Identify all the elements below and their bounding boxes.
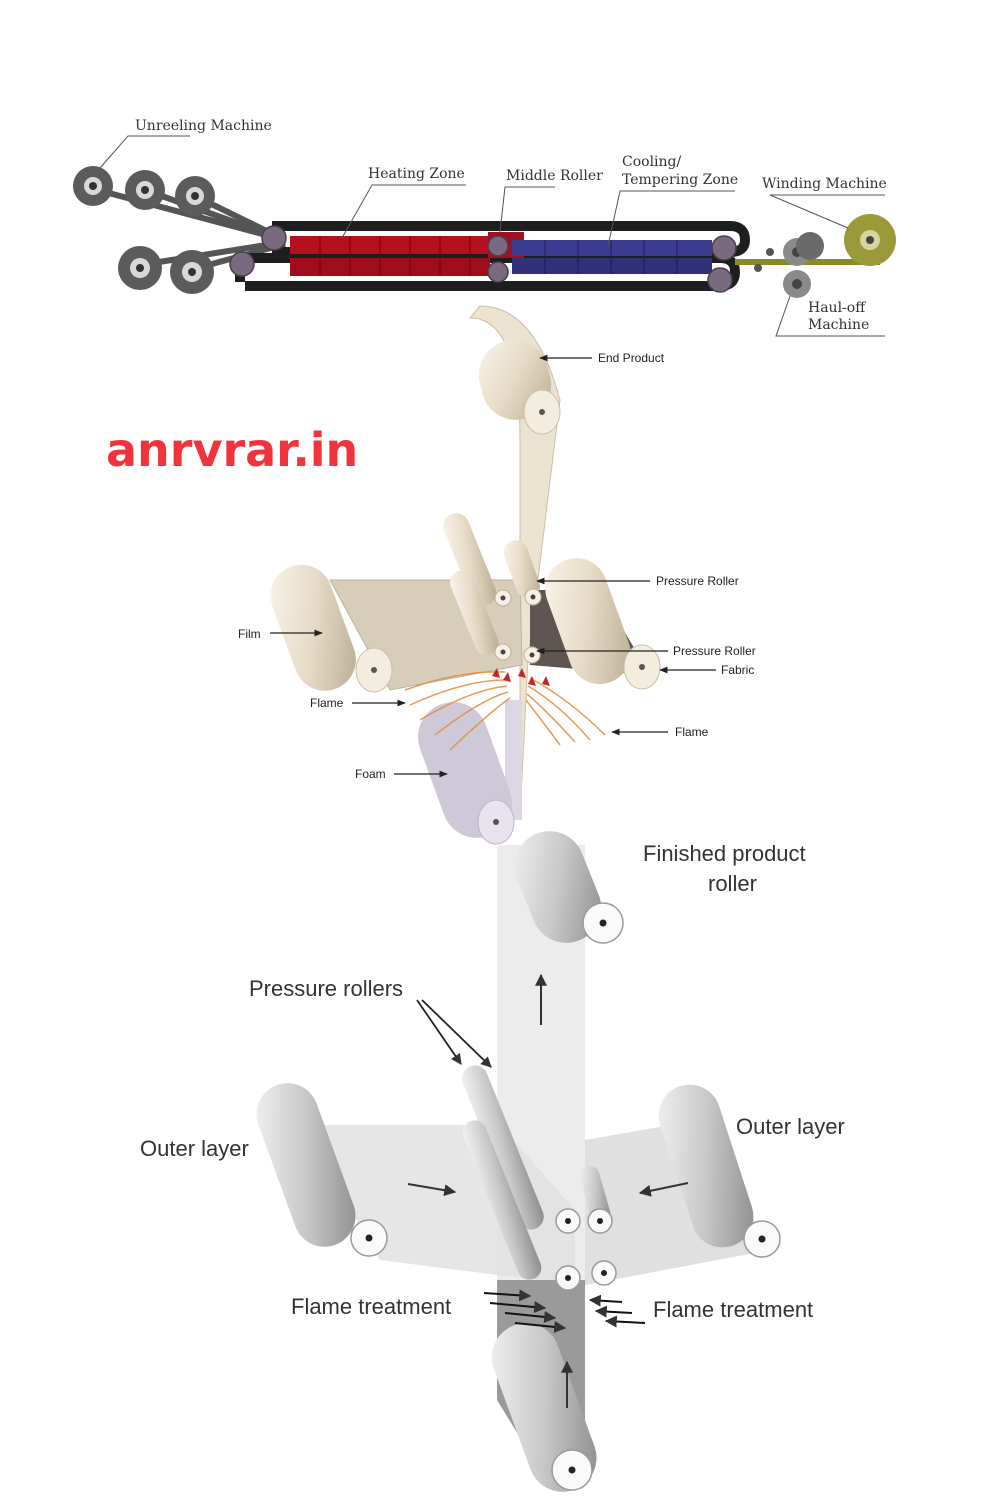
leader-lines-1 — [99, 135, 885, 337]
label-middle-roller: Middle Roller — [506, 168, 603, 184]
label-tempering-zone: Tempering Zone — [622, 172, 738, 188]
label-end-product: End Product — [598, 351, 665, 365]
leader-lines-2 — [270, 354, 716, 778]
label-cooling: Cooling/ — [622, 154, 682, 170]
pressure-rollers-pointer — [416, 999, 492, 1068]
label-heating-zone: Heating Zone — [368, 166, 465, 182]
direction-arrows — [407, 973, 689, 1408]
haul-off-and-winding — [735, 214, 896, 298]
belt-rollers — [229, 225, 737, 293]
heating-zone-blocks — [290, 236, 490, 276]
unreeling-rolls — [73, 166, 287, 294]
label-pressure-rollers: Pressure rollers — [249, 976, 403, 1001]
label-outer-layer-left: Outer layer — [140, 1136, 249, 1161]
label-foam: Foam — [355, 767, 386, 781]
label-fabric: Fabric — [721, 663, 754, 677]
label-flame-left: Flame — [310, 696, 344, 710]
label-film: Film — [238, 627, 261, 641]
diagram-flame-treatment-schematic: Finished product roller Pressure rollers… — [140, 831, 845, 1492]
label-flame-right: Flame — [675, 725, 709, 739]
label-flame-treatment-left: Flame treatment — [291, 1294, 451, 1319]
label-flame-treatment-right: Flame treatment — [653, 1297, 813, 1322]
label-winding-machine: Winding Machine — [762, 176, 887, 192]
label-roller: roller — [708, 871, 757, 896]
label-pressure-roller-bottom: Pressure Roller — [673, 644, 756, 658]
diagram-lamination-line: Unreeling Machine Heating Zone Middle Ro… — [73, 118, 896, 337]
label-machine: Machine — [808, 317, 869, 333]
label-outer-layer-right: Outer layer — [736, 1114, 845, 1139]
label-unreeling-machine: Unreeling Machine — [135, 118, 272, 134]
diagram-flame-lamination: End Product Pressure Roller Pressure Rol… — [238, 305, 756, 845]
label-finished-product: Finished product — [643, 841, 806, 866]
cooling-zone-blocks — [512, 240, 712, 274]
flame-treatment-arrows — [483, 1289, 646, 1333]
label-haul-off: Haul-off — [808, 300, 866, 316]
flame-arrows — [492, 668, 550, 686]
brand-watermark: anrvrar.in — [106, 423, 358, 477]
label-pressure-roller-top: Pressure Roller — [656, 574, 739, 588]
